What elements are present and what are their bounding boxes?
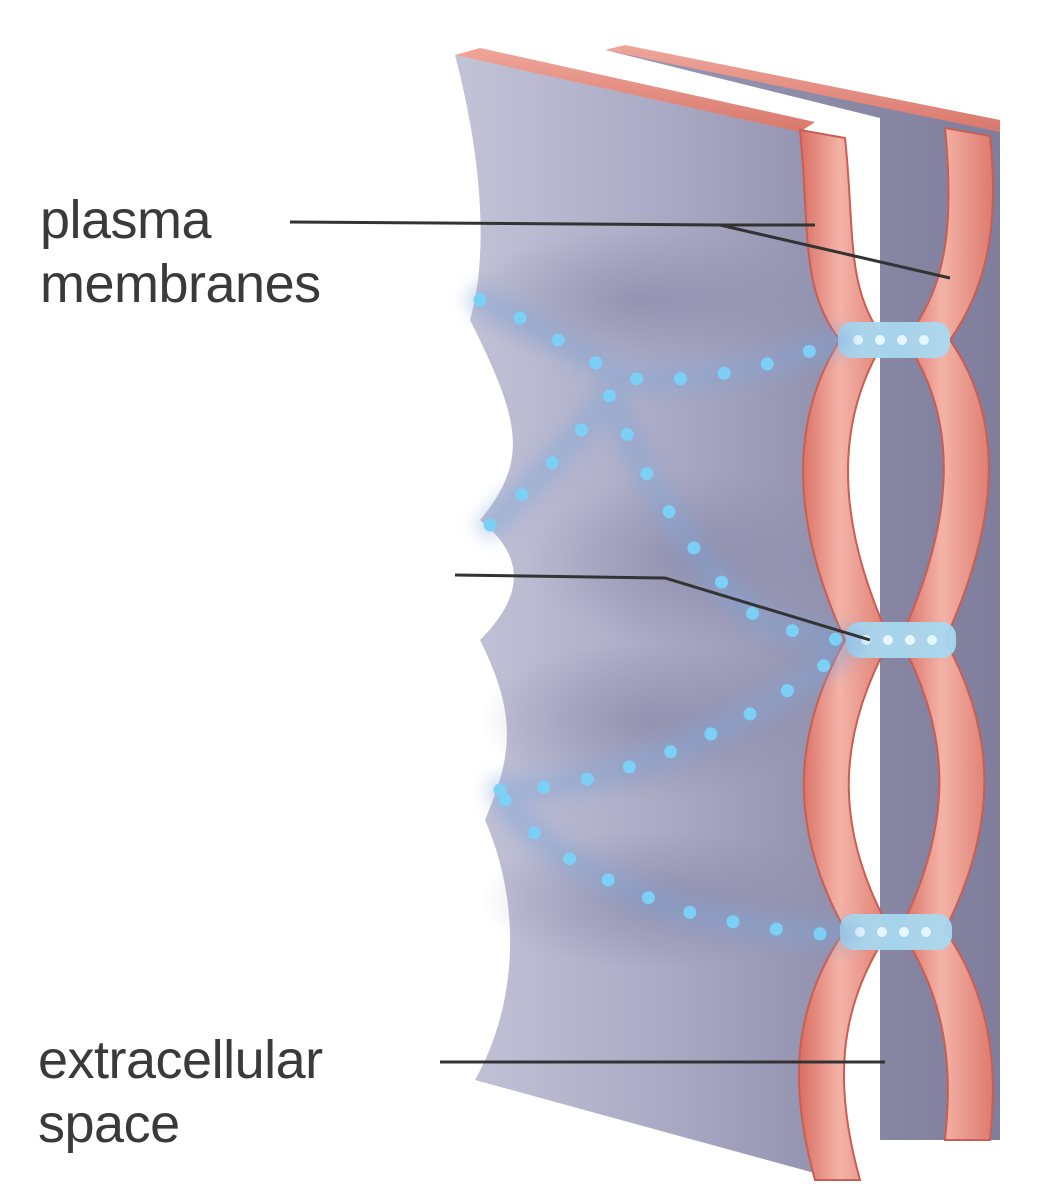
tight-junction-strands	[467, 287, 863, 948]
label-plasma-membranes-line1: plasma	[40, 190, 212, 250]
leader-lines	[289, 220, 951, 1064]
leader-line-membranes-right	[719, 223, 951, 280]
label-extracellular-space-line2: space	[38, 1094, 180, 1154]
label-extracellular-space-line1: extracellular	[38, 1030, 323, 1090]
label-plasma-membranes: plasma membranes	[40, 188, 321, 316]
front-cell-face	[455, 48, 860, 1180]
leader-line-junction	[454, 573, 871, 642]
label-plasma-membranes-line2: membranes	[40, 254, 321, 314]
label-extracellular-space: extracellular space	[38, 1028, 323, 1156]
